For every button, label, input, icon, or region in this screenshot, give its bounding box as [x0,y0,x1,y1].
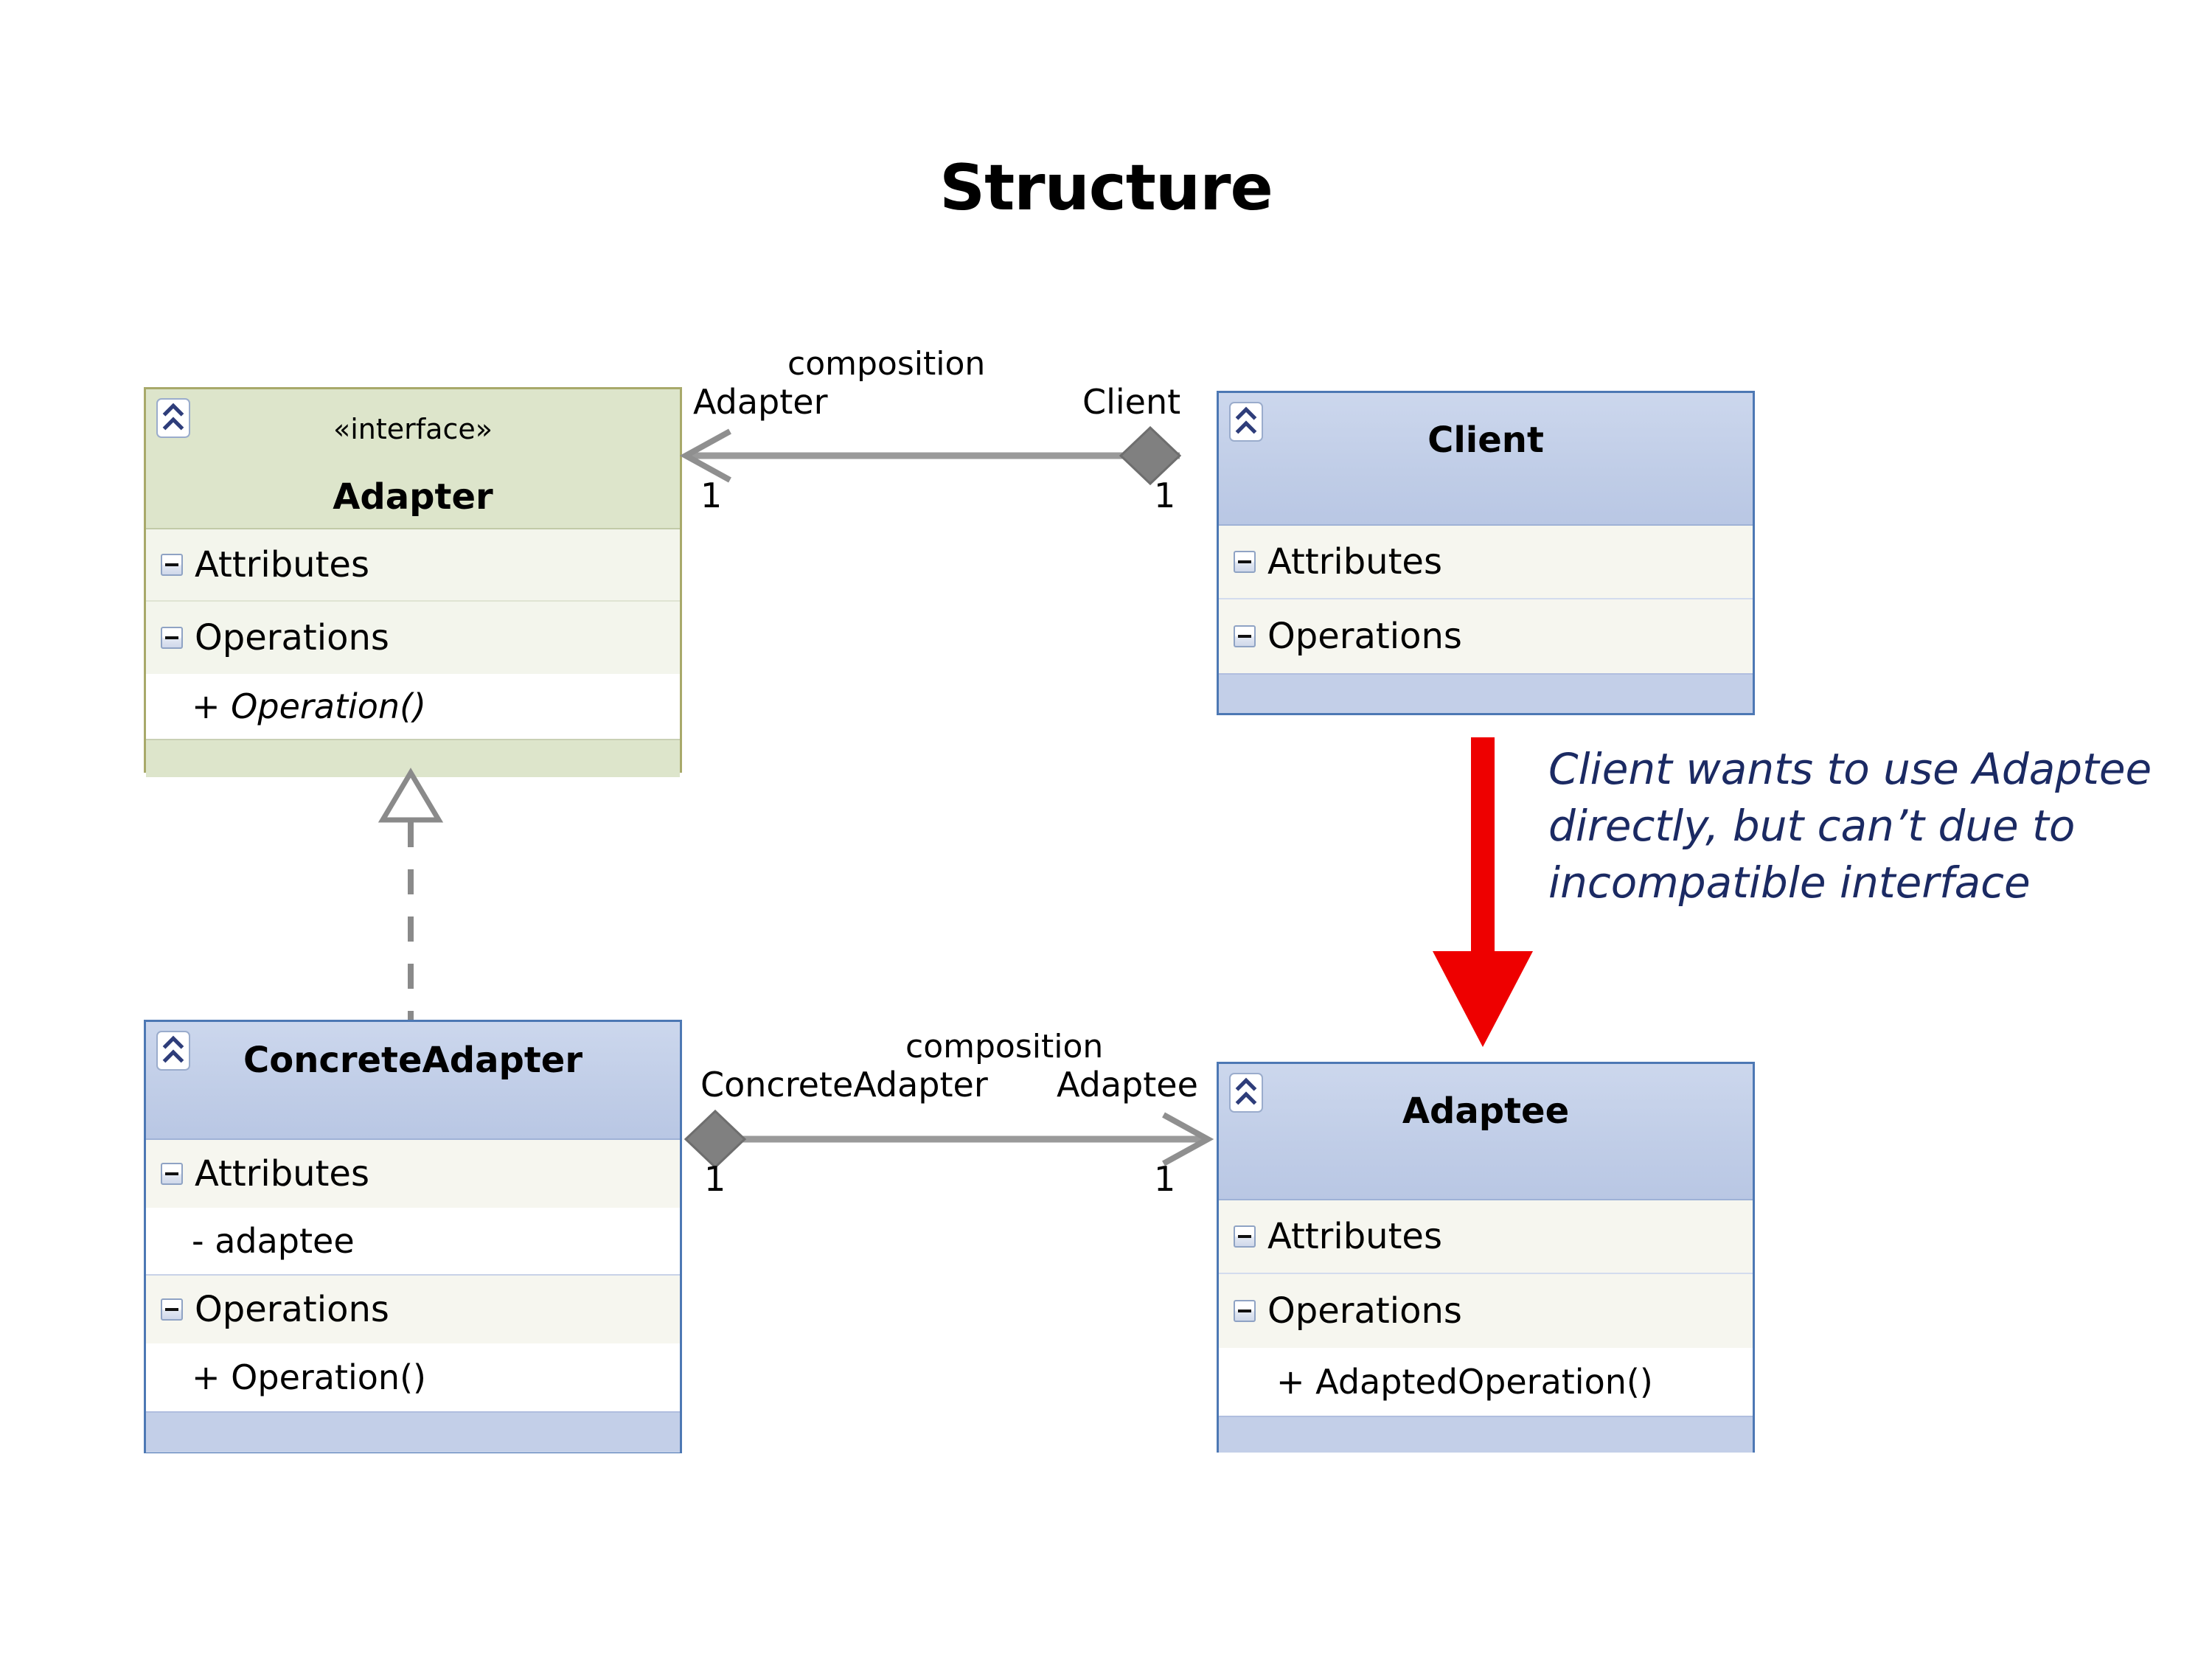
composition-label-top: composition [787,345,986,383]
compartment-label: Operations [1267,616,1462,657]
collapse-minus-icon[interactable] [1234,1300,1256,1322]
collapse-minus-icon[interactable] [1234,551,1256,573]
multiplicity-client: 1 [1154,476,1176,515]
multiplicity-adapter: 1 [700,476,723,515]
collapse-minus-icon[interactable] [161,554,183,576]
stereotype-label: «interface» [333,413,493,445]
multiplicity-concreteadapter: 1 [704,1159,726,1199]
class-title-adaptee: Adaptee [1402,1091,1570,1132]
role-label-concreteadapter: ConcreteAdapter [700,1065,988,1105]
compartment-operations-adaptee[interactable]: Operations [1219,1274,1753,1348]
member-operation[interactable]: + Operation() [146,674,680,739]
compartment-attributes-adaptee[interactable]: Attributes [1219,1200,1753,1274]
class-header-client: Client [1219,393,1753,526]
open-arrowhead-adaptee [1162,1112,1214,1166]
collapse-minus-icon[interactable] [1234,1225,1256,1248]
class-title-client: Client [1427,420,1544,461]
class-box-adapter[interactable]: «interface» Adapter Attributes Operation… [144,387,682,777]
compartment-label: Operations [1267,1290,1462,1332]
class-box-adaptee[interactable]: Adaptee Attributes Operations + AdaptedO… [1217,1062,1755,1453]
class-title-concreteadapter: ConcreteAdapter [243,1040,582,1081]
compartment-label: Operations [195,1289,389,1330]
member-adaptee[interactable]: - adaptee [146,1208,680,1276]
compartment-attributes-concreteadapter[interactable]: Attributes [146,1140,680,1208]
compartment-label: Attributes [1267,541,1442,582]
compartment-label: Attributes [1267,1216,1442,1257]
compartment-operations-adapter[interactable]: Operations [146,602,680,674]
compartment-attributes-client[interactable]: Attributes [1219,526,1753,599]
class-box-client[interactable]: Client Attributes Operations [1217,391,1755,715]
hollow-triangle-arrowhead [378,768,444,823]
red-down-arrow [1433,737,1533,1047]
class-footer-adaptee [1219,1416,1753,1453]
class-header-adaptee: Adaptee [1219,1064,1753,1200]
role-label-client: Client [1082,382,1181,422]
compartment-attributes-adapter[interactable]: Attributes [146,529,680,602]
role-label-adaptee: Adaptee [1057,1065,1198,1105]
compartment-operations-client[interactable]: Operations [1219,599,1753,673]
page-title: Structure [939,151,1273,225]
class-footer-client [1219,673,1753,713]
class-header-concreteadapter: ConcreteAdapter [146,1022,680,1140]
class-chevron-icon [1229,402,1263,442]
collapse-minus-icon[interactable] [161,1298,183,1321]
class-chevron-icon [156,1031,190,1071]
annotation-text: Client wants to use Adaptee directly, bu… [1548,744,2152,908]
open-arrowhead-adapter [679,428,731,483]
class-box-concreteadapter[interactable]: ConcreteAdapter Attributes - adaptee Ope… [144,1020,682,1453]
class-footer-concreteadapter [146,1411,680,1453]
collapse-minus-icon[interactable] [1234,625,1256,647]
member-adaptedoperation[interactable]: + AdaptedOperation() [1219,1348,1753,1416]
member-operation[interactable]: + Operation() [146,1343,680,1411]
compartment-label: Attributes [195,1153,369,1194]
collapse-minus-icon[interactable] [161,627,183,649]
class-header-adapter: «interface» Adapter [146,389,680,529]
compartment-operations-concreteadapter[interactable]: Operations [146,1276,680,1343]
composition-label-bottom: composition [905,1028,1104,1065]
class-title-adapter: Adapter [333,476,493,518]
role-label-adapter: Adapter [693,382,828,422]
class-chevron-icon [156,398,190,438]
class-chevron-icon [1229,1073,1263,1113]
compartment-label: Attributes [195,544,369,585]
compartment-label: Operations [195,617,389,658]
multiplicity-adaptee: 1 [1154,1159,1176,1199]
collapse-minus-icon[interactable] [161,1163,183,1185]
class-footer-adapter [146,739,680,777]
